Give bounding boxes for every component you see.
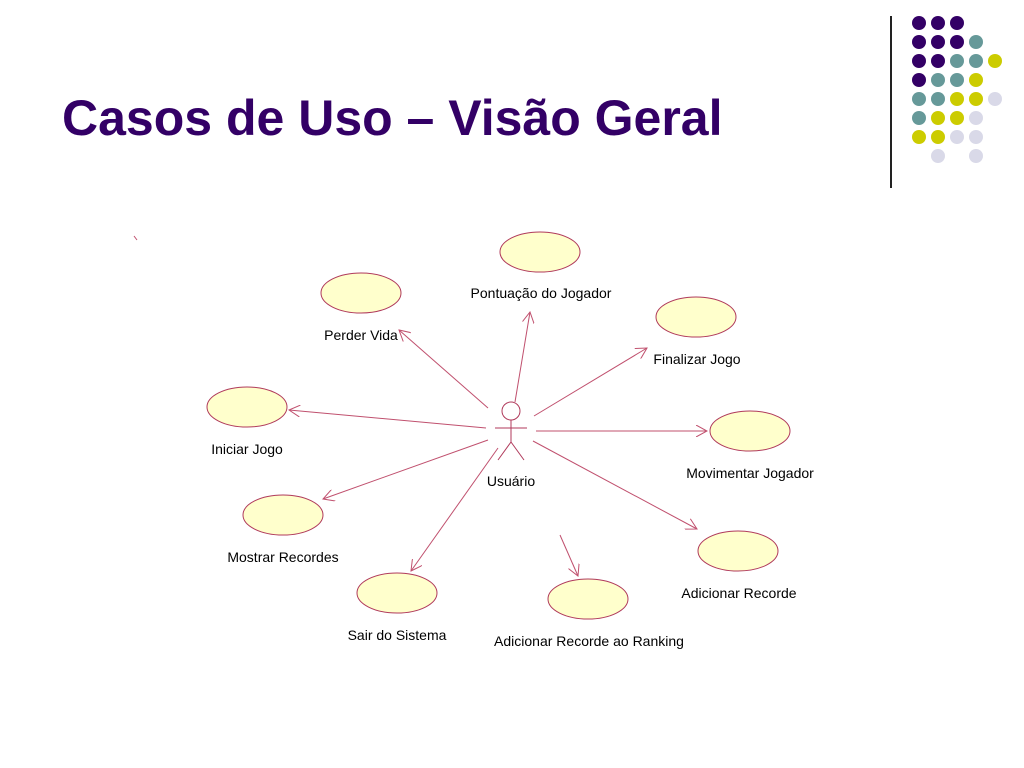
association-perder-vida — [399, 330, 489, 409]
use-case-ellipse — [499, 231, 581, 273]
use-case-mostrar-recordes: Mostrar Recordes — [227, 494, 339, 565]
association-sair — [411, 447, 499, 571]
use-case-movimentar: Movimentar Jogador — [686, 410, 814, 481]
use-case-ellipse — [356, 572, 438, 614]
decorative-dot — [912, 16, 926, 30]
use-case-ellipse — [697, 530, 779, 572]
decorative-dot — [969, 149, 983, 163]
use-case-ellipse — [320, 272, 402, 314]
association-finalizar — [533, 348, 647, 417]
decorative-dot — [912, 130, 926, 144]
use-case-adicionar-recorde: Adicionar Recorde — [681, 530, 797, 601]
association-pontuacao — [514, 312, 530, 403]
decorative-dot — [969, 92, 983, 106]
decorative-dot — [950, 92, 964, 106]
decorative-dot — [912, 54, 926, 68]
decorative-dot — [950, 54, 964, 68]
use-case-label: Mostrar Recordes — [227, 549, 338, 565]
actor-head — [501, 401, 521, 421]
decorative-dot — [912, 111, 926, 125]
use-case-label: Perder Vida — [324, 327, 398, 343]
actor-right-leg — [510, 441, 525, 461]
decorative-dot — [969, 111, 983, 125]
use-case-ellipse — [709, 410, 791, 452]
use-case-label: Movimentar Jogador — [686, 465, 814, 481]
use-case-adicionar-ranking: Adicionar Recorde ao Ranking — [494, 578, 684, 649]
decorative-dot — [931, 73, 945, 87]
slide-title: Casos de Uso – Visão Geral — [62, 90, 723, 146]
decorative-dot — [950, 111, 964, 125]
use-case-label: Adicionar Recorde — [681, 585, 796, 601]
use-case-label: Iniciar Jogo — [211, 441, 283, 457]
decorative-dot — [931, 35, 945, 49]
decorative-dot — [931, 111, 945, 125]
use-case-label: Sair do Sistema — [348, 627, 447, 643]
stray-mark — [133, 235, 138, 241]
decorative-dot — [912, 73, 926, 87]
decorative-dot — [988, 92, 1002, 106]
use-case-ellipse — [547, 578, 629, 620]
association-adicionar-ranking — [559, 534, 578, 576]
decorative-dot — [931, 54, 945, 68]
use-case-iniciar: Iniciar Jogo — [206, 386, 288, 457]
decorative-dot — [950, 35, 964, 49]
actor-usuario — [495, 401, 527, 461]
decorative-dot — [969, 54, 983, 68]
decorative-dot — [931, 149, 945, 163]
title-divider-line — [890, 16, 892, 188]
decorative-dot — [969, 130, 983, 144]
use-case-pontuacao: Pontuação do Jogador — [471, 231, 612, 301]
use-case-label: Finalizar Jogo — [653, 351, 740, 367]
actor-left-leg — [497, 441, 512, 461]
decorative-dot — [912, 92, 926, 106]
decorative-dot — [950, 130, 964, 144]
association-iniciar — [289, 410, 487, 429]
actor-label: Usuário — [487, 473, 535, 489]
decorative-dot — [931, 92, 945, 106]
use-case-perder-vida: Perder Vida — [320, 272, 402, 343]
use-case-sair: Sair do Sistema — [348, 572, 447, 643]
use-case-ellipse — [242, 494, 324, 536]
associations — [289, 312, 707, 576]
decorative-dot — [912, 35, 926, 49]
decorative-dot — [969, 73, 983, 87]
association-mostrar-recordes — [323, 439, 489, 499]
decorative-dot — [988, 54, 1002, 68]
association-adicionar-recorde — [532, 440, 697, 529]
decorative-dot — [950, 16, 964, 30]
use-case-label: Pontuação do Jogador — [471, 285, 612, 301]
use-case-ellipse — [206, 386, 288, 428]
decorative-dot — [931, 130, 945, 144]
decorative-dot — [969, 35, 983, 49]
decorative-dot — [950, 73, 964, 87]
use-case-label: Adicionar Recorde ao Ranking — [494, 633, 684, 649]
decorative-dot — [931, 16, 945, 30]
use-case-finalizar: Finalizar Jogo — [653, 296, 741, 367]
use-case-ellipse — [655, 296, 737, 338]
